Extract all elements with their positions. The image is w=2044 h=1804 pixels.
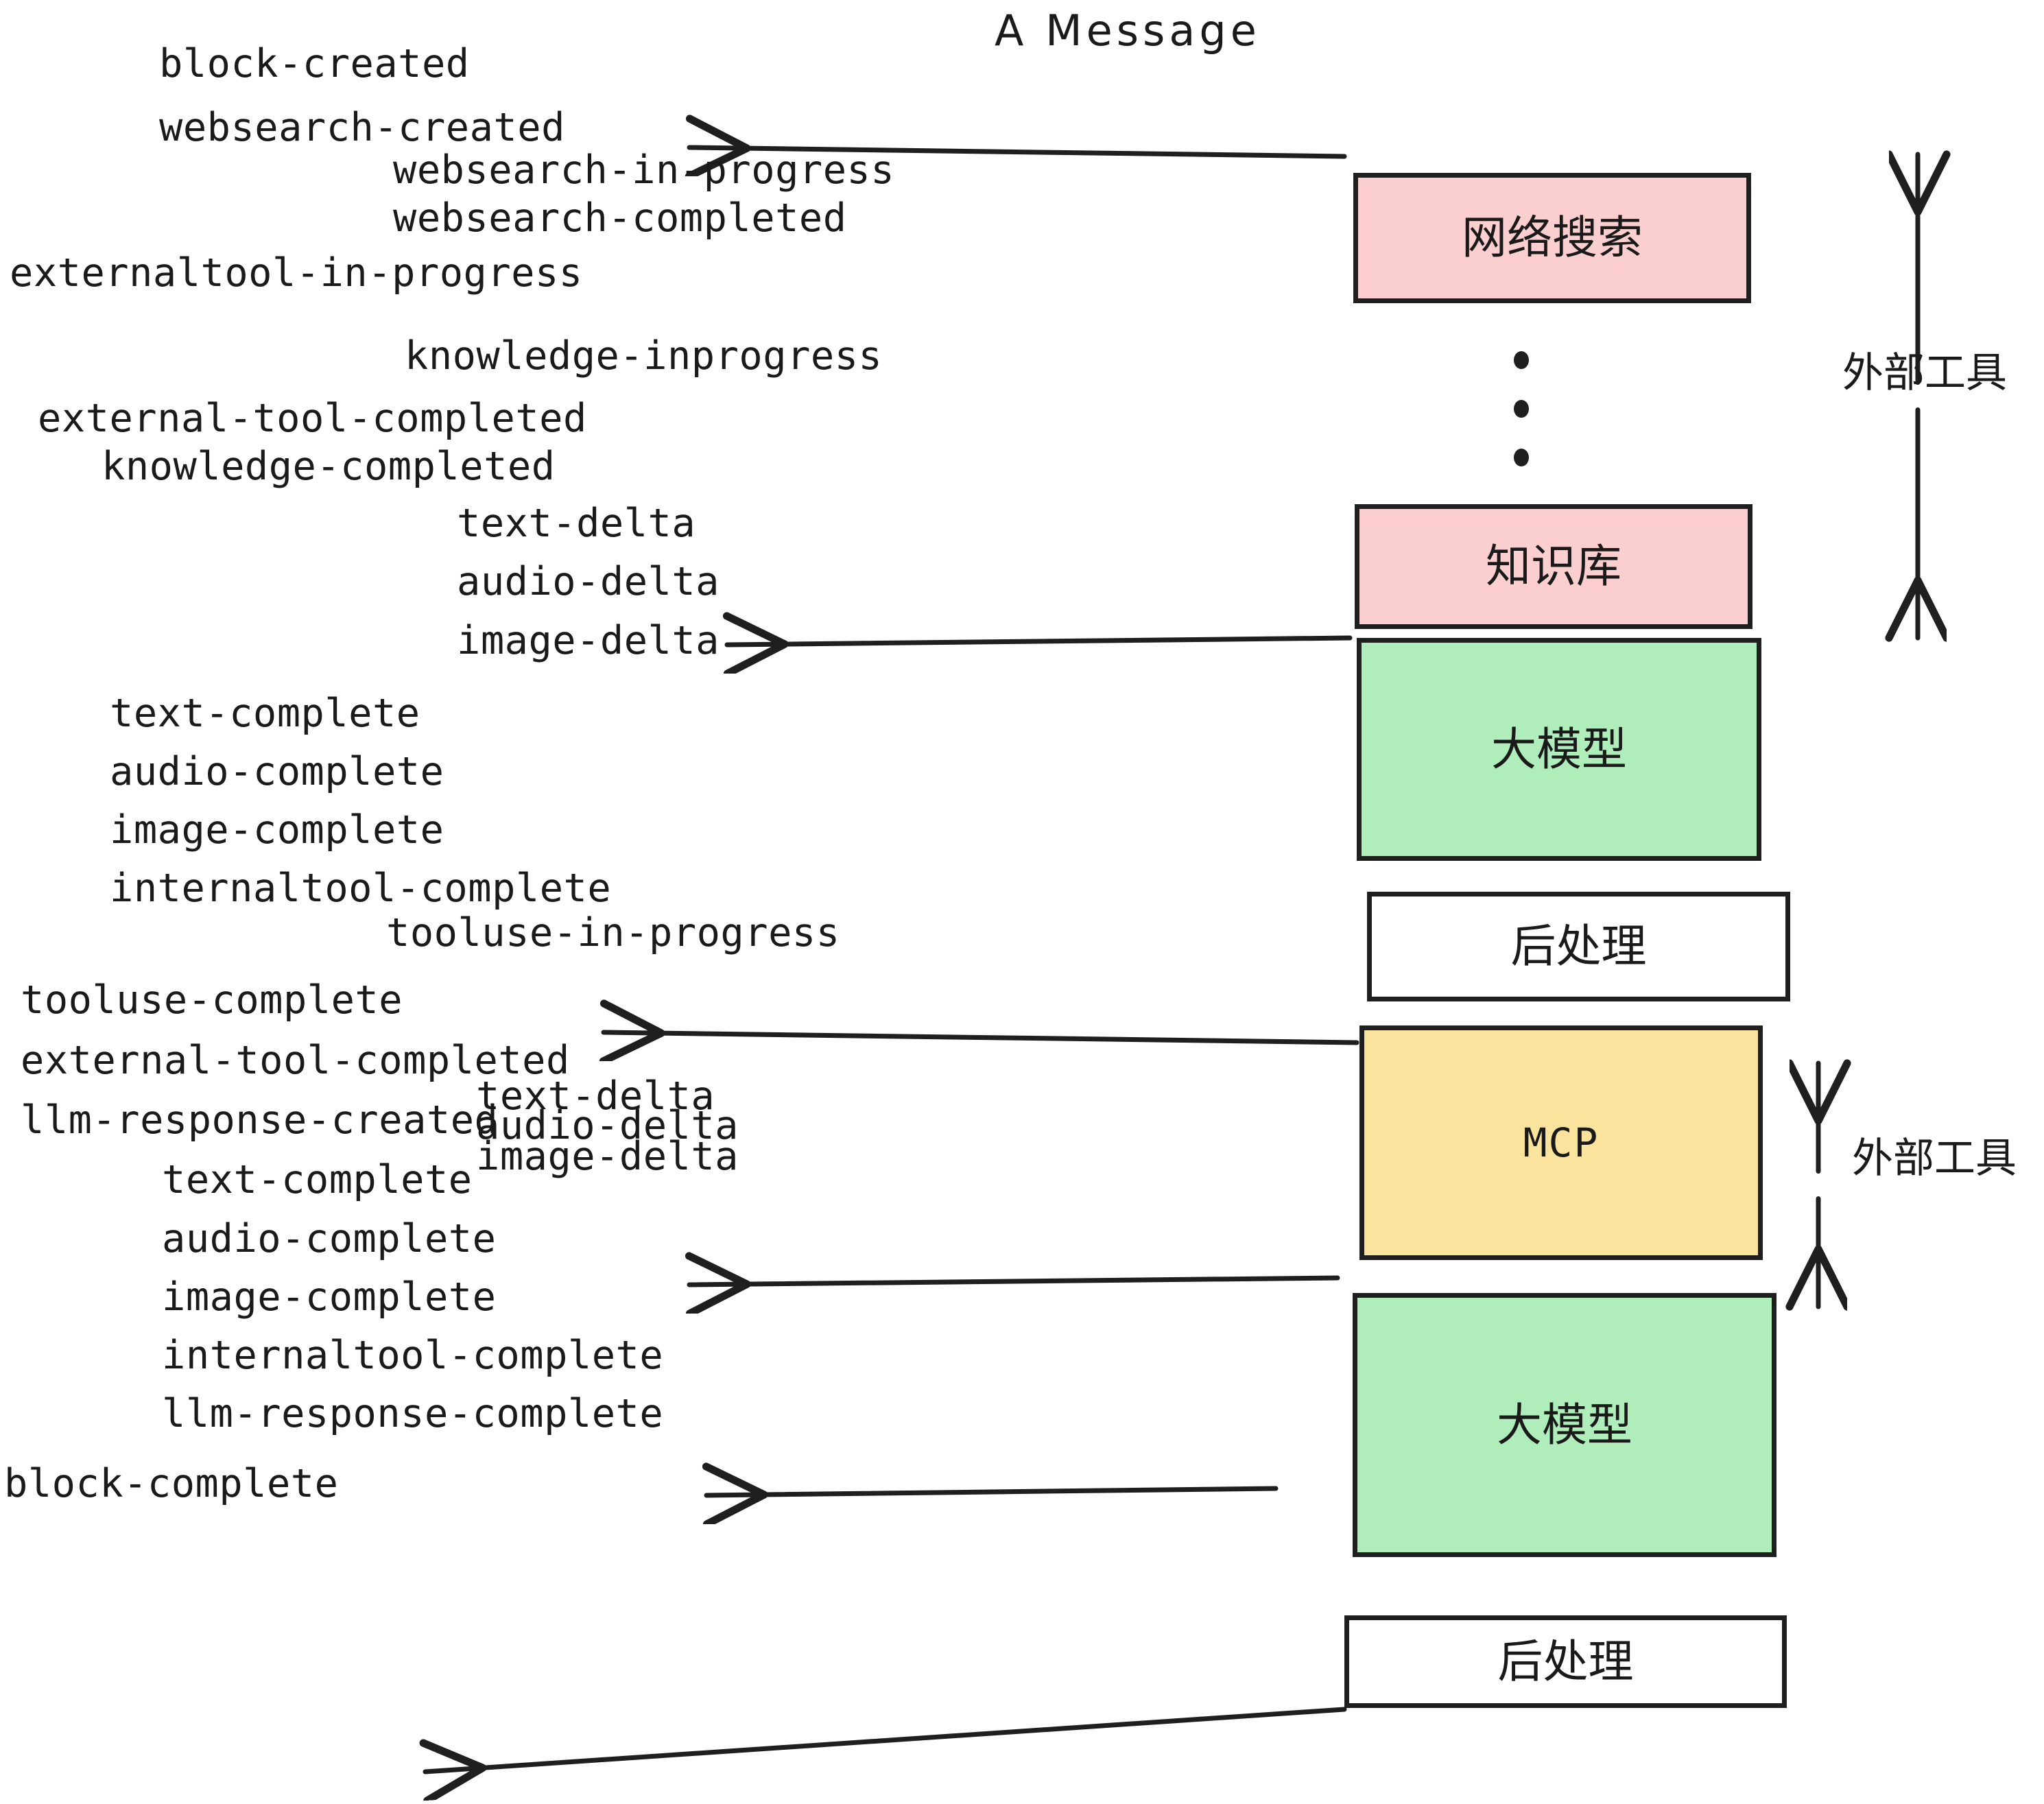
arrow-audio-complete <box>706 1488 1279 1495</box>
event-label-websearch-completed: websearch-completed <box>393 195 847 241</box>
node-box-llm-1: 大模型 <box>1357 638 1761 861</box>
node-label-llm-1: 大模型 <box>1491 722 1627 776</box>
event-label-image-delta-2: image-delta <box>476 1134 739 1179</box>
ellipsis-dot <box>1514 400 1529 418</box>
event-label-external-tool-completed-1: external-tool-completed <box>38 396 587 441</box>
ellipsis-dot <box>1514 449 1529 466</box>
event-label-audio-complete-2: audio-complete <box>162 1216 497 1261</box>
event-label-tooluse-in-progress: tooluse-in-progress <box>386 910 840 956</box>
arrow-image-complete <box>604 1032 1359 1043</box>
event-label-text-delta-1: text-delta <box>457 501 696 546</box>
event-label-websearch-created: websearch-created <box>159 105 565 150</box>
event-label-audio-delta-2: audio-delta <box>476 1103 739 1148</box>
node-label-llm-2: 大模型 <box>1497 1398 1632 1451</box>
node-box-llm-2: 大模型 <box>1353 1293 1776 1557</box>
event-label-image-complete-1: image-complete <box>110 807 444 853</box>
event-label-audio-delta-1: audio-delta <box>457 559 720 604</box>
event-label-tooluse-complete: tooluse-complete <box>21 977 403 1023</box>
node-box-postprocess-1: 后处理 <box>1367 892 1790 1001</box>
arrow-tooluse-complete <box>689 1278 1340 1285</box>
side-label-external-tool-bottom: 外部工具 <box>1852 1135 2017 1183</box>
event-label-internaltool-complete-1: internaltool-complete <box>110 866 612 911</box>
event-label-external-tool-completed-2: external-tool-completed <box>21 1038 570 1083</box>
event-label-internaltool-complete-2: internaltool-complete <box>162 1333 664 1378</box>
event-label-audio-complete-1: audio-complete <box>110 749 444 794</box>
event-label-text-complete-2: text-complete <box>162 1157 473 1202</box>
node-box-websearch: 网络搜索 <box>1353 173 1751 303</box>
event-label-block-complete: block-complete <box>4 1461 339 1506</box>
vertical-ellipsis-icon <box>1514 351 1529 466</box>
event-label-externaltool-in-progress: externaltool-in-progress <box>10 250 583 296</box>
event-label-image-complete-2: image-complete <box>162 1274 497 1320</box>
node-label-mcp: MCP <box>1523 1119 1600 1166</box>
ellipsis-dot <box>1514 351 1529 369</box>
event-label-llm-response-created: llm-response-created <box>21 1097 499 1143</box>
node-label-knowledge: 知识库 <box>1486 540 1621 593</box>
event-label-block-created: block-created <box>159 41 470 86</box>
node-label-websearch: 网络搜索 <box>1462 211 1643 264</box>
event-label-image-delta-1: image-delta <box>457 618 720 663</box>
node-label-postprocess-2: 后处理 <box>1497 1635 1634 1688</box>
arrow-block-complete <box>425 1707 1347 1772</box>
arrow-knowledge-done <box>727 638 1353 645</box>
page-title: A Message <box>995 5 1261 56</box>
event-label-text-delta-2: text-delta <box>476 1073 715 1119</box>
event-label-llm-response-complete: llm-response-complete <box>162 1391 664 1436</box>
event-label-text-complete-1: text-complete <box>110 691 420 736</box>
node-box-mcp: MCP <box>1359 1025 1763 1260</box>
node-box-postprocess-2: 后处理 <box>1344 1615 1787 1708</box>
node-label-postprocess-1: 后处理 <box>1510 920 1647 973</box>
event-label-websearch-in-progress: websearch-in-progress <box>393 147 895 193</box>
side-label-external-tool-top: 外部工具 <box>1842 349 2007 397</box>
node-box-knowledge: 知识库 <box>1355 504 1752 629</box>
event-label-knowledge-inprogress: knowledge-inprogress <box>405 333 883 379</box>
event-label-knowledge-completed: knowledge-completed <box>102 444 556 489</box>
arrow-block-created <box>689 147 1347 156</box>
